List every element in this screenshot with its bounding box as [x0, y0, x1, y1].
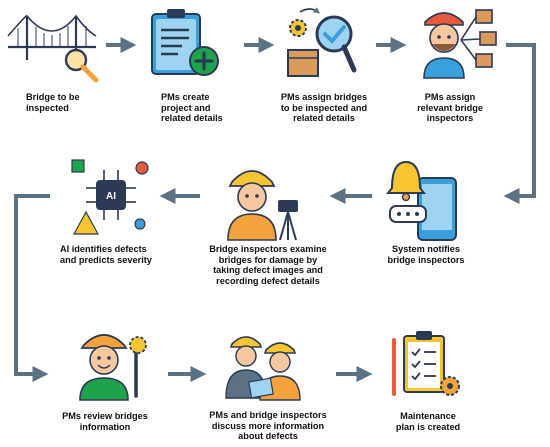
flow-arrows — [14, 37, 536, 382]
step-label-ai-identifies: AI identifies defects and predicts sever… — [60, 244, 152, 265]
clipboard-plus-icon — [151, 9, 219, 76]
step-label-pms-assign-bridges: PMs assign bridges to be inspected and r… — [280, 92, 368, 124]
arrow-4-to-5 — [503, 43, 536, 204]
step-label-pms-review: PMs review bridges information — [62, 411, 148, 432]
step-label-inspectors-examine: Bridge inspectors examine bridges for da… — [209, 244, 327, 286]
step-label-bridge-to-be-inspected: Bridge to be inspected — [26, 92, 80, 113]
step-label-maintenance-plan: Maintenance plan is created — [395, 411, 461, 432]
arrow-7-to-8 — [14, 194, 50, 382]
inspector-theodolite-icon — [227, 170, 298, 241]
gears-box-magnifier-check-icon — [287, 7, 357, 77]
engineer-wrench-gear-icon — [79, 334, 147, 401]
step-label-system-notifies: System notifies bridge inspectors — [387, 244, 465, 265]
ai-chip-shapes-icon: AI — [71, 159, 149, 235]
two-workers-documents-icon — [225, 336, 301, 401]
bell-phone-chat-icon — [385, 160, 457, 241]
clipboard-checklist-gear-icon — [392, 331, 460, 396]
manager-boxes-network-icon — [423, 9, 497, 79]
svg-text:AI: AI — [106, 191, 116, 202]
step-label-pms-and-inspectors-discuss: PMs and bridge inspectors discuss more i… — [209, 410, 327, 442]
step-label-pms-create-project: PMs create project and related details — [161, 92, 223, 124]
step-label-pms-assign-inspectors: PMs assign relevant bridge inspectors — [417, 92, 483, 124]
suspension-bridge-magnifier-icon — [7, 14, 99, 83]
